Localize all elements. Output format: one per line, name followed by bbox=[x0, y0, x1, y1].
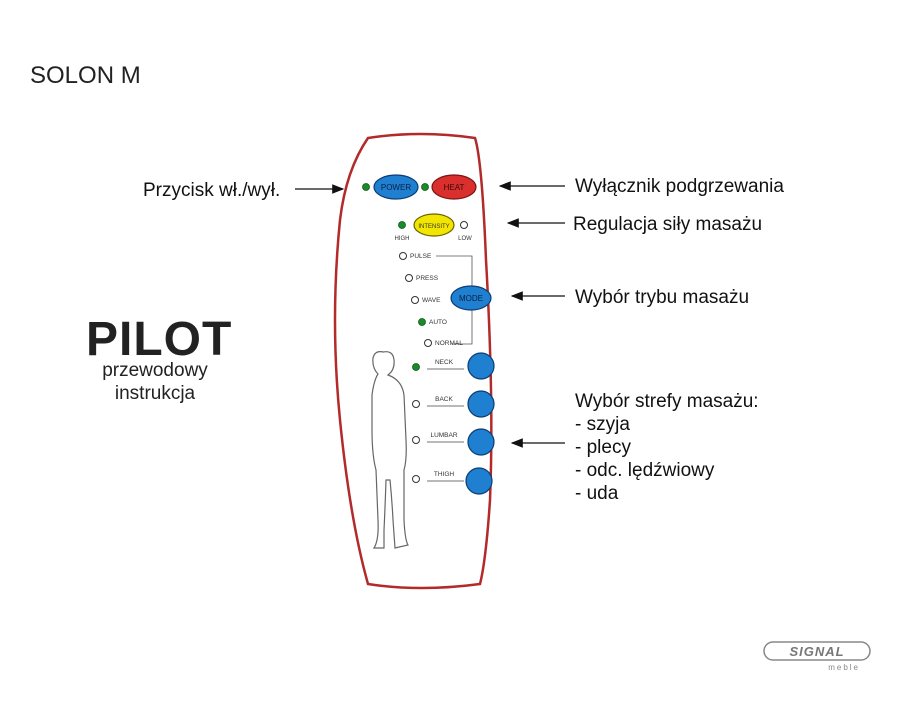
mode-led-pulse bbox=[399, 252, 407, 260]
zone-label-back: BACK bbox=[435, 396, 453, 403]
callout-intensity: Regulacja siły masażu bbox=[573, 214, 763, 235]
low-label: LOW bbox=[458, 236, 472, 242]
heat-led bbox=[421, 183, 429, 191]
power-button bbox=[373, 174, 419, 200]
mode-button bbox=[450, 285, 492, 311]
zone-led-neck bbox=[412, 363, 420, 371]
high-led bbox=[398, 221, 406, 229]
mode-bracket-bottom bbox=[452, 308, 473, 345]
mode-label-wave: WAVE bbox=[422, 297, 441, 304]
power-led bbox=[362, 183, 370, 191]
mode-led-normal bbox=[424, 339, 432, 347]
zone-button-thigh bbox=[465, 467, 493, 495]
low-led bbox=[460, 221, 468, 229]
mode-label-auto: AUTO bbox=[429, 319, 447, 326]
zone-led-lumbar bbox=[412, 436, 420, 444]
zone-label-lumbar: LUMBAR bbox=[430, 432, 457, 439]
zone-label-neck: NECK bbox=[435, 359, 454, 366]
heat-button bbox=[431, 174, 477, 200]
zone-item: - plecy bbox=[575, 437, 631, 458]
pilot-subtitle-2: instrukcja bbox=[114, 383, 196, 404]
power-label: POWER bbox=[381, 183, 411, 192]
logo-tagline: meble bbox=[828, 663, 860, 672]
pilot-title: PILOT bbox=[86, 313, 233, 366]
remote-outline bbox=[333, 132, 493, 590]
callout-zones: Wybór strefy masażu: - szyja - plecy - o… bbox=[575, 390, 759, 505]
signal-logo: SIGNAL meble bbox=[763, 641, 871, 672]
zone-item: - uda bbox=[575, 483, 619, 504]
zone-label-thigh: THIGH bbox=[434, 471, 455, 478]
zone-led-thigh bbox=[412, 475, 420, 483]
zone-button-lumbar bbox=[467, 428, 495, 456]
callout-heat: Wyłącznik podgrzewania bbox=[575, 176, 784, 197]
mode-bracket bbox=[436, 255, 473, 290]
high-label: HIGH bbox=[395, 236, 410, 242]
zone-led-back bbox=[412, 400, 420, 408]
callout-mode: Wybór trybu masażu bbox=[575, 287, 750, 308]
heat-label: HEAT bbox=[444, 183, 465, 192]
mode-label-press: PRESS bbox=[416, 275, 439, 282]
body-figure-icon bbox=[371, 351, 409, 549]
logo-brand: SIGNAL bbox=[789, 644, 844, 659]
zone-item: - szyja bbox=[575, 414, 630, 435]
mode-label-normal: NORMAL bbox=[435, 340, 463, 347]
zone-item: - odc. lędźwiowy bbox=[575, 460, 715, 481]
zones-title: Wybór strefy masażu: bbox=[575, 391, 759, 412]
mode-label: MODE bbox=[459, 294, 483, 303]
mode-led-press bbox=[405, 274, 413, 282]
pilot-subtitle: przewodowy bbox=[102, 360, 208, 381]
model-title: SOLON M bbox=[30, 62, 141, 89]
callout-power: Przycisk wł./wył. bbox=[143, 180, 281, 201]
intensity-button bbox=[413, 213, 455, 237]
intensity-label: INTENSITY bbox=[418, 224, 449, 230]
mode-label-pulse: PULSE bbox=[410, 253, 432, 260]
zone-button-neck bbox=[467, 352, 495, 380]
mode-led-wave bbox=[411, 296, 419, 304]
mode-led-auto bbox=[418, 318, 426, 326]
zone-button-back bbox=[467, 390, 495, 418]
